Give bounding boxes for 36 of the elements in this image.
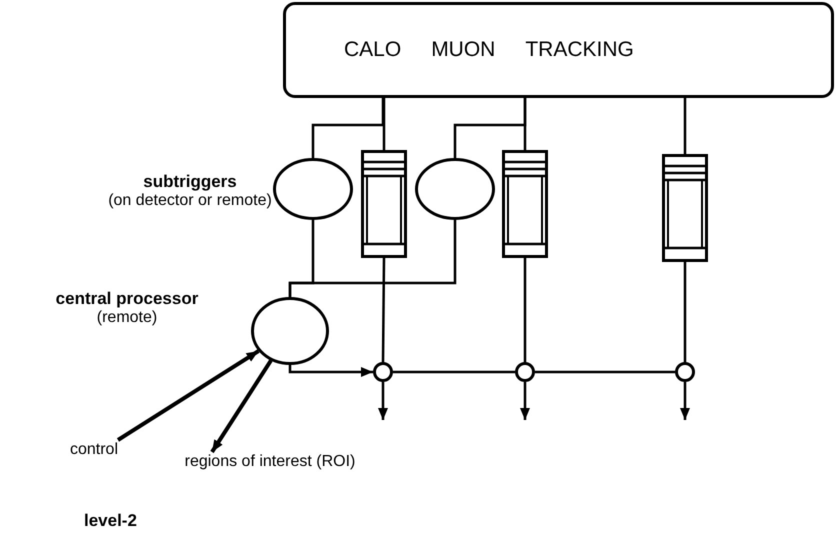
signal-label: regions of interest (ROI) — [160, 452, 380, 492]
connector-line — [312, 98, 384, 158]
processor-ellipse — [251, 297, 329, 365]
arrow — [378, 382, 388, 420]
subtrigger-ellipse — [273, 158, 353, 220]
component-note: (remote) — [96, 308, 158, 327]
arrow — [288, 365, 373, 377]
signal-label: control — [58, 440, 130, 462]
arrow — [520, 382, 530, 420]
connector-line — [535, 370, 675, 374]
junction-circle — [675, 362, 695, 382]
connector-line — [288, 220, 456, 297]
component-label: subtriggers — [142, 172, 238, 191]
connector-line — [684, 262, 686, 362]
pipeline-buffer — [502, 150, 548, 258]
detector-name: MUON — [431, 38, 496, 62]
connector-line — [393, 370, 515, 374]
detector-box — [283, 2, 834, 98]
pipeline-buffer — [662, 154, 708, 262]
arrow — [116, 349, 260, 442]
detector-name: CALO — [344, 38, 402, 62]
arrow — [680, 382, 690, 420]
detector-name: TRACKING — [525, 38, 634, 62]
component-note: (on detector or remote) — [107, 191, 273, 210]
connector-line — [382, 98, 386, 150]
connector-line — [524, 258, 526, 362]
connector-line — [524, 98, 526, 150]
junction-circle — [515, 362, 535, 382]
arrow — [210, 360, 273, 454]
pipeline-buffer — [361, 150, 407, 258]
connector-line — [684, 98, 686, 154]
diagram-label: level-2 — [84, 511, 137, 531]
connector-line — [382, 258, 386, 362]
subtrigger-ellipse — [415, 158, 495, 220]
junction-circle — [373, 362, 393, 382]
component-label: central processor — [54, 289, 200, 308]
